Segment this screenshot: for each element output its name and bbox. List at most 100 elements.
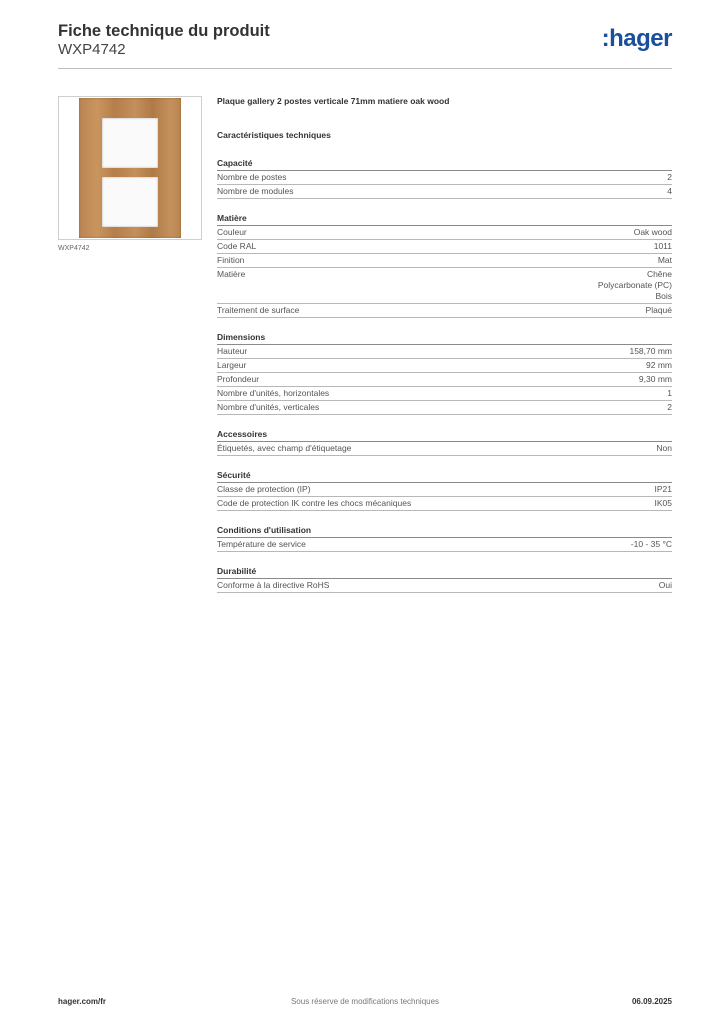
spec-label: Traitement de surface — [217, 305, 300, 315]
product-image — [58, 96, 202, 240]
logo-text: hager — [609, 25, 672, 52]
spec-value-line: IP21 — [654, 484, 673, 494]
section-title: Durabilité — [217, 566, 672, 579]
header-divider — [58, 68, 672, 69]
spec-label: Hauteur — [217, 346, 248, 356]
spec-row: Conforme à la directive RoHS Oui — [217, 579, 672, 593]
footer-date: 06.09.2025 — [631, 997, 672, 1006]
spec-label: Nombre de postes — [217, 172, 287, 182]
spec-label: Classe de protection (IP) — [217, 484, 311, 494]
spec-label: Température de service — [217, 539, 306, 549]
spec-row: Couleur Oak wood — [217, 226, 672, 240]
plate-opening-bottom — [102, 177, 158, 227]
spec-value: -10 - 35 °C — [631, 539, 672, 550]
document-header: Fiche technique du produit WXP4742 — [58, 22, 270, 59]
spec-label: Nombre d'unités, verticales — [217, 402, 320, 412]
spec-value-line: 9,30 mm — [638, 374, 672, 384]
spec-content: Plaque gallery 2 postes verticale 71mm m… — [217, 96, 672, 593]
spec-row: Code RAL 1011 — [217, 240, 672, 254]
spec-value-line: Chêne — [646, 269, 672, 279]
spec-value-line: Polycarbonate (PC) — [597, 280, 672, 290]
spec-value-line: Non — [656, 443, 672, 453]
spec-value-line: 1 — [667, 388, 672, 398]
section-title: Capacité — [217, 158, 672, 171]
spec-value-line: 158,70 mm — [629, 346, 672, 356]
spec-value-line: 4 — [667, 186, 672, 196]
spec-row: Nombre de modules 4 — [217, 185, 672, 199]
image-caption: WXP4742 — [58, 245, 90, 252]
spec-label: Étiquetés, avec champ d'étiquetage — [217, 443, 352, 453]
spec-row: Classe de protection (IP) IP21 — [217, 483, 672, 497]
spec-label: Couleur — [217, 227, 247, 237]
spec-value-line: Bois — [655, 291, 672, 301]
spec-row: Étiquetés, avec champ d'étiquetage Non — [217, 442, 672, 456]
spec-row: Profondeur 9,30 mm — [217, 373, 672, 387]
spec-value: Non — [656, 443, 672, 454]
spec-value-line: -10 - 35 °C — [630, 539, 672, 549]
spec-label: Nombre d'unités, horizontales — [217, 388, 330, 398]
spec-value: 4 — [667, 186, 672, 197]
spec-row: Nombre d'unités, horizontales 1 — [217, 387, 672, 401]
spec-label: Profondeur — [217, 374, 260, 384]
spec-label: Conforme à la directive RoHS — [217, 580, 330, 590]
spec-row: Nombre de postes 2 — [217, 171, 672, 185]
spec-value: Oui — [659, 580, 672, 591]
spec-label: Nombre de modules — [217, 186, 294, 196]
section-title: Conditions d'utilisation — [217, 525, 672, 538]
spec-value: IP21 — [655, 484, 673, 495]
spec-value-line: IK05 — [654, 498, 673, 508]
spec-value-line: 2 — [667, 402, 672, 412]
spec-value: 2 — [667, 172, 672, 183]
spec-row: Nombre d'unités, verticales 2 — [217, 401, 672, 415]
tech-heading: Caractéristiques techniques — [217, 130, 331, 140]
footer-website-link[interactable]: hager.com/fr — [58, 997, 107, 1006]
plate-opening-top — [102, 118, 158, 168]
spec-value: 158,70 mm — [629, 346, 672, 357]
spec-row: Code de protection IK contre les chocs m… — [217, 497, 672, 511]
spec-row: Température de service -10 - 35 °C — [217, 538, 672, 552]
spec-value: Oak wood — [634, 227, 672, 238]
spec-label: Matière — [217, 269, 246, 279]
spec-value: 92 mm — [646, 360, 672, 371]
spec-value-line: Plaqué — [645, 305, 672, 315]
spec-value-line: Oui — [658, 580, 672, 590]
hager-logo: :hager — [601, 25, 673, 52]
page-title: Fiche technique du produit — [58, 22, 270, 40]
footer-disclaimer: Sous réserve de modifications techniques — [290, 997, 440, 1006]
spec-value-line: Oak wood — [633, 227, 672, 237]
spec-row: Traitement de surface Plaqué — [217, 304, 672, 318]
section-title: Matière — [217, 213, 672, 226]
spec-label: Code RAL — [217, 241, 257, 251]
product-name: Plaque gallery 2 postes verticale 71mm m… — [217, 96, 450, 106]
spec-value-line: 1011 — [653, 241, 672, 251]
product-reference: WXP4742 — [58, 41, 126, 58]
wood-plate-graphic — [79, 98, 181, 238]
spec-value-line: 92 mm — [646, 360, 672, 370]
spec-label: Code de protection IK contre les chocs m… — [217, 498, 412, 508]
section-title: Accessoires — [217, 429, 672, 442]
spec-value: 9,30 mm — [639, 374, 672, 385]
spec-label: Largeur — [217, 360, 247, 370]
spec-value: IK05 — [655, 498, 673, 509]
spec-value: Plaqué — [646, 305, 672, 316]
spec-value: 1011 — [654, 241, 672, 252]
spec-value: 1 — [667, 388, 672, 399]
section-title: Dimensions — [217, 332, 672, 345]
spec-value-line: 2 — [667, 172, 672, 182]
spec-value: Mat — [658, 255, 672, 266]
spec-row: Hauteur 158,70 mm — [217, 345, 672, 359]
spec-value-line: Mat — [657, 255, 672, 265]
spec-value: 2 — [667, 402, 672, 413]
section-title: Sécurité — [217, 470, 672, 483]
